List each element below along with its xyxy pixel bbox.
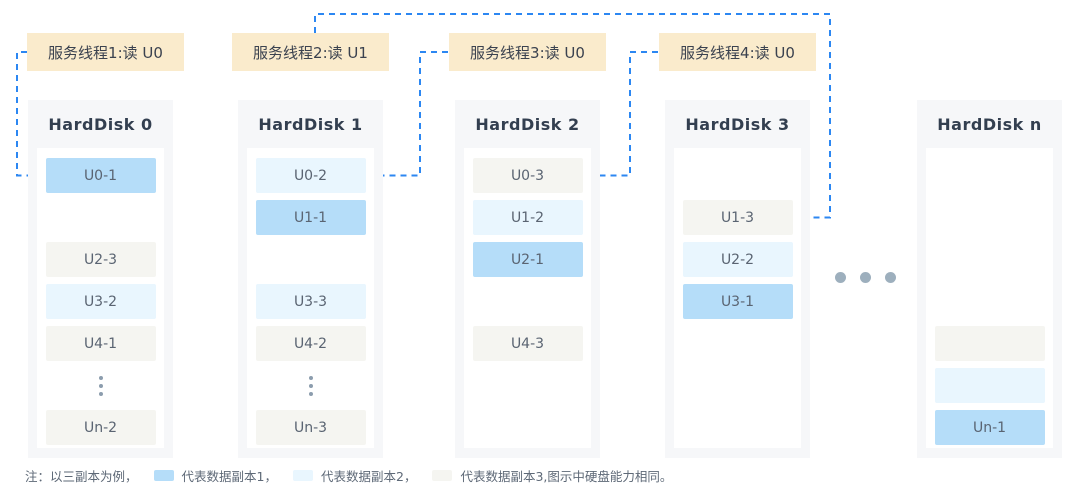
disk1-cell-u1-1: U1-1 [255,200,366,235]
harddisk-1-body: U0-2 U1-1 U3-3 U4-2 Un-3 [247,148,374,448]
thread-label-1: 服务线程1:读 U0 [27,33,184,71]
thread-label-2: 服务线程2:读 U1 [232,33,389,71]
cell-label: U0-1 [83,167,118,184]
cell-label: U3-1 [720,293,755,310]
footnote-legend: 注：以三副本为例， 代表数据副本1， 代表数据副本2， 代表数据副本3,图示中硬… [25,466,672,485]
cell-label: Un-3 [293,419,328,436]
harddisk-n-title: HardDisk n [937,114,1042,134]
disk3-cell-u2-2: U2-2 [682,242,793,277]
harddisk-3-body: U1-3 U2-2 U3-1 [674,148,801,448]
cell-label: U0-3 [510,167,545,184]
disk2-cell-u4-3: U4-3 [472,326,583,361]
vertical-ellipsis [308,375,313,396]
disk2-cell-empty [473,368,583,403]
disk3-cell-empty [683,368,793,403]
disk0-ellipsis-row [46,368,156,403]
thread-label-4: 服务线程4:读 U0 [659,33,816,71]
cell-label: U3-2 [83,293,118,310]
harddisk-3-title: HardDisk 3 [685,114,790,134]
disk1-cell-u0-2: U0-2 [255,158,366,193]
footnote-prefix: 注：以三副本为例， [25,469,138,484]
disk3-cell-u1-3: U1-3 [682,200,793,235]
legend-swatch-replica1 [153,470,174,481]
disk1-cell-u3-3: U3-3 [255,284,366,319]
disk0-cell-u4-1: U4-1 [45,326,156,361]
harddisk-n-panel: HardDisk n Un-1 [917,100,1062,458]
disk1-cell-u4-2: U4-2 [255,326,366,361]
disk3-cell-empty [683,410,793,445]
cell-label: U0-2 [293,167,328,184]
diskn-cell-empty [935,242,1045,277]
disk0-cell-u3-2: U3-2 [45,284,156,319]
disk0-cell-u0-1: U0-1 [45,158,156,193]
diskn-cell-empty [935,284,1045,319]
harddisk-1-title: HardDisk 1 [258,114,363,134]
legend-swatch-replica3 [432,470,453,481]
diskn-cell-un-1: Un-1 [934,410,1045,445]
harddisk-n-body: Un-1 [926,148,1053,448]
cell-label: U1-3 [720,209,755,226]
cell-label: Un-2 [83,419,118,436]
diskn-cell-replica3 [934,326,1045,361]
harddisk-0-title: HardDisk 0 [48,114,153,134]
disk1-cell-un-3: Un-3 [255,410,366,445]
disk0-cell-u2-3: U2-3 [45,242,156,277]
cell-label: U4-1 [83,335,118,352]
cell-label: U3-3 [293,293,328,310]
harddisk-2-body: U0-3 U1-2 U2-1 U4-3 [464,148,591,448]
cell-label: U2-1 [510,251,545,268]
harddisk-2-title: HardDisk 2 [475,114,580,134]
thread-label-3: 服务线程3:读 U0 [449,33,606,71]
disk2-cell-u2-1: U2-1 [472,242,583,277]
cell-label: U4-2 [293,335,328,352]
cell-label: U2-3 [83,251,118,268]
legend-text-replica3: 代表数据副本3,图示中硬盘能力相同。 [460,469,673,484]
disk3-cell-empty [683,158,793,193]
disk1-ellipsis-row [256,368,366,403]
harddisk-0-body: U0-1 U2-3 U3-2 U4-1 Un-2 [37,148,164,448]
legend-text-replica1: 代表数据副本1， [181,469,277,484]
diskn-cell-empty [935,158,1045,193]
harddisk-1-panel: HardDisk 1 U0-2 U1-1 U3-3 U4-2 Un-3 [238,100,383,458]
cell-label: U1-1 [293,209,328,226]
diskn-cell-replica2 [934,368,1045,403]
legend-swatch-replica2 [292,470,313,481]
disk3-cell-u3-1: U3-1 [682,284,793,319]
harddisk-3-panel: HardDisk 3 U1-3 U2-2 U3-1 [665,100,810,458]
disk2-cell-empty [473,410,583,445]
legend-text-replica2: 代表数据副本2， [320,469,417,484]
disk0-cell-un-2: Un-2 [45,410,156,445]
cell-label: Un-1 [972,419,1007,436]
cell-label: U2-2 [720,251,755,268]
disk2-cell-empty [473,284,583,319]
disk3-cell-empty [683,326,793,361]
diskn-cell-empty [935,200,1045,235]
disk2-cell-u1-2: U1-2 [472,200,583,235]
harddisk-0-panel: HardDisk 0 U0-1 U2-3 U3-2 U4-1 Un-2 [28,100,173,458]
disk0-cell-empty [46,200,156,235]
disks-ellipsis [835,272,896,283]
disk2-cell-u0-3: U0-3 [472,158,583,193]
cell-label: U4-3 [510,335,545,352]
disk1-cell-empty [256,242,366,277]
vertical-ellipsis [98,375,103,396]
harddisk-2-panel: HardDisk 2 U0-3 U1-2 U2-1 U4-3 [455,100,600,458]
cell-label: U1-2 [510,209,545,226]
